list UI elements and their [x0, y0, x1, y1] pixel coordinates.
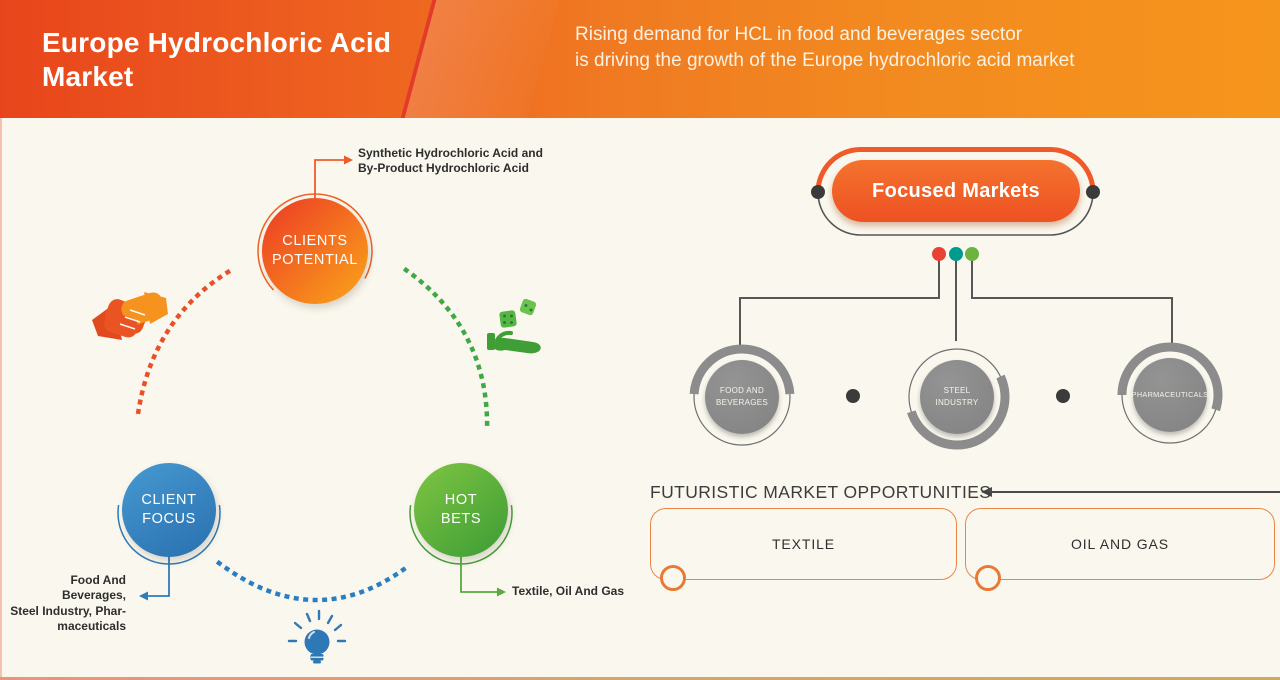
panel-left-edge	[0, 118, 2, 680]
header-subtitle: Rising demand for HCL in food and bevera…	[575, 22, 1075, 73]
market-circle-food-and-beverages: FOOD AND BEVERAGES	[705, 360, 779, 434]
clients-potential-circle: CLIENTS POTENTIAL	[262, 198, 368, 304]
main-panel: CLIENTS POTENTIAL CLIENT FOCUS HOT BETS …	[0, 118, 1280, 680]
tree-dot-red	[932, 247, 946, 261]
arrow-right-icon	[344, 155, 353, 165]
header-subtitle-line2: is driving the growth of the Europe hydr…	[575, 49, 1075, 71]
arrow-right-icon	[497, 587, 506, 597]
tree-dot-teal	[949, 247, 963, 261]
clients-potential-label-line2: POTENTIAL	[272, 252, 358, 268]
hot-bets-label-line2: BETS	[440, 511, 482, 527]
dotted-arc-blue	[215, 559, 411, 603]
client-focus-note: Food And Beverages, Steel Industry, Phar…	[10, 573, 126, 634]
focused-markets-title: Focused Markets	[872, 179, 1040, 202]
handshake-icon	[92, 292, 168, 340]
separator-dot-1	[846, 389, 860, 403]
hot-bets-label-line1: HOT	[444, 492, 478, 509]
client-focus-label-line1: CLIENT	[141, 492, 197, 509]
clients-potential-label-line1: CLIENTS	[282, 233, 348, 250]
dice-in-hand-icon	[487, 298, 541, 354]
dotted-arc-green	[402, 266, 490, 435]
box-corner-dot	[975, 565, 1001, 591]
client-focus-label-line2: FOCUS	[142, 511, 196, 527]
page-title: Europe Hydrochloric Acid Market	[42, 26, 391, 94]
hot-bets-note: Textile, Oil And Gas	[512, 584, 625, 598]
outline-end-dot-left	[811, 185, 825, 199]
opportunities-arrow	[981, 487, 1280, 497]
focused-markets-tree	[739, 260, 1173, 346]
page-title-line2: Market	[42, 61, 134, 93]
hot-bets-connector	[460, 556, 506, 597]
header-diagonal-band	[399, 0, 562, 118]
opportunity-box-textile: TEXTILE	[650, 508, 957, 591]
outline-end-dot-right	[1086, 185, 1100, 199]
market-circle-pharmaceuticals: PHARMACEUTICALS	[1132, 358, 1208, 432]
header-subtitle-line1: Rising demand for HCL in food and bevera…	[575, 24, 1023, 45]
header-banner: Europe Hydrochloric Acid Market Rising d…	[0, 0, 1280, 118]
clients-potential-note: Synthetic Hydrochloric Acid and By-Produ…	[358, 146, 543, 176]
tree-dot-green	[965, 247, 979, 261]
opportunity-box-oil-and-gas: OIL AND GAS	[965, 508, 1275, 591]
client-focus-connector	[139, 556, 170, 601]
hot-bets-circle: HOT BETS	[414, 463, 508, 557]
panel-bottom-edge	[0, 677, 1280, 680]
box-corner-dot	[660, 565, 686, 591]
arrow-left-icon	[139, 591, 148, 601]
market-circle-steel-industry: STEEL INDUSTRY	[920, 360, 994, 434]
opportunities-heading: FUTURISTIC MARKET OPPORTUNITIES	[650, 482, 992, 502]
focused-markets-pill: Focused Markets	[832, 160, 1080, 222]
client-focus-circle: CLIENT FOCUS	[122, 463, 216, 557]
dotted-arc-orange	[135, 268, 232, 417]
lightbulb-icon	[287, 609, 347, 664]
page-title-line1: Europe Hydrochloric Acid	[42, 27, 392, 58]
separator-dot-2	[1056, 389, 1070, 403]
